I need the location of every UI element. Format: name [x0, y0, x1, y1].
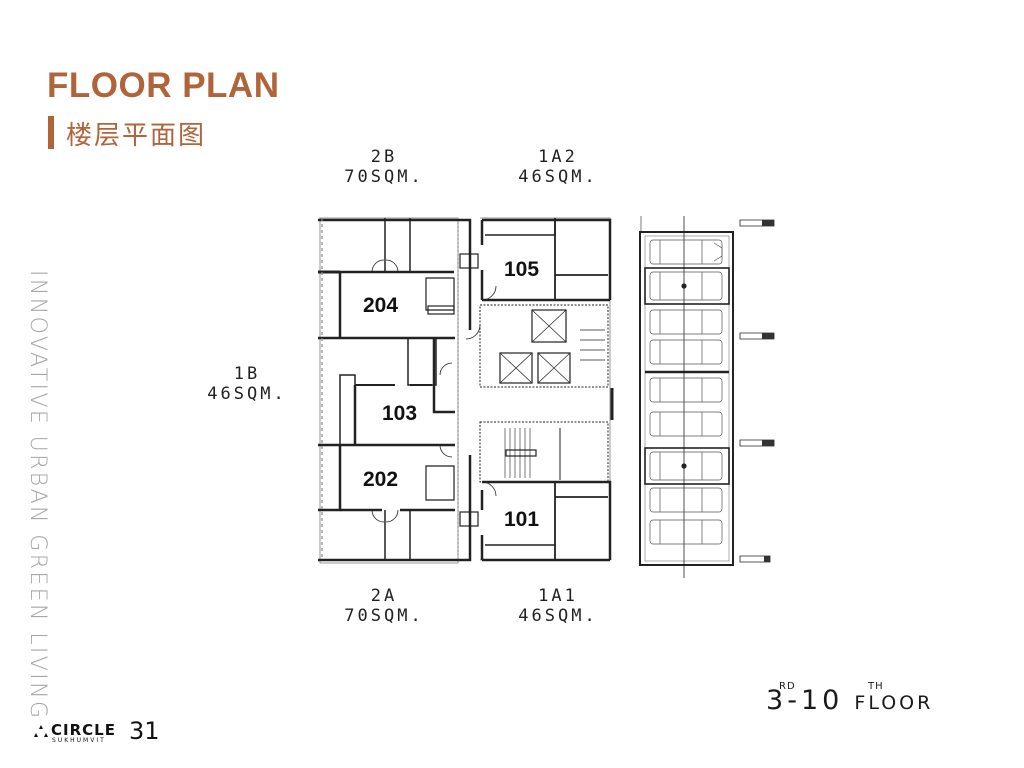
page-title: FLOOR PLAN: [47, 66, 280, 105]
room-number: 103: [382, 402, 418, 425]
logo-number: 31: [129, 717, 160, 745]
unit-type-name: 1A1: [538, 586, 578, 606]
end-suffix: TH: [868, 681, 884, 692]
room-number: 105: [504, 258, 540, 281]
brand-logo: CIRCLE 31 SUKHUMVIT: [33, 717, 173, 746]
unit-label-1a1: 1A1 46SQM.: [508, 586, 608, 626]
floor-word: FLOOR: [854, 692, 934, 714]
logo-subtext: SUKHUMVIT: [52, 737, 106, 744]
left-wing-walls: [318, 217, 479, 564]
unit-label-2b: 2B 70SQM.: [334, 147, 434, 187]
unit-label-1a2: 1A2 46SQM.: [508, 147, 608, 187]
unit-label-1b: 1B 46SQM.: [197, 364, 297, 404]
triangle-logo-icon: [34, 725, 48, 737]
unit-type-name: 2A: [370, 586, 398, 606]
floor-range-caption: RD 3-10 TH FLOOR: [766, 681, 934, 716]
unit-type-area: 46SQM.: [518, 167, 598, 187]
room-number: 202: [363, 468, 399, 491]
unit-type-name: 1B: [233, 364, 261, 384]
unit-type-area: 70SQM.: [344, 606, 424, 626]
room-number: 204: [363, 294, 399, 317]
unit-type-area: 70SQM.: [344, 167, 424, 187]
unit-label-2a: 2A 70SQM.: [334, 586, 434, 626]
unit-type-area: 46SQM.: [518, 606, 598, 626]
end-floor: 10: [800, 685, 844, 716]
unit-type-name: 2B: [370, 147, 398, 167]
start-suffix: RD: [779, 681, 796, 692]
unit-type-name: 1A2: [538, 147, 578, 167]
parking-structure: [639, 216, 775, 578]
room-number: 101: [504, 508, 540, 531]
unit-type-area: 46SQM.: [207, 384, 287, 404]
right-wing-walls: [465, 217, 614, 562]
subtitle-accent-bar: [48, 116, 54, 149]
start-floor: 3: [766, 685, 788, 716]
page-subtitle: 楼层平面图: [66, 121, 207, 151]
logo-brand: CIRCLE: [51, 721, 116, 739]
range-separator: -: [787, 685, 801, 716]
